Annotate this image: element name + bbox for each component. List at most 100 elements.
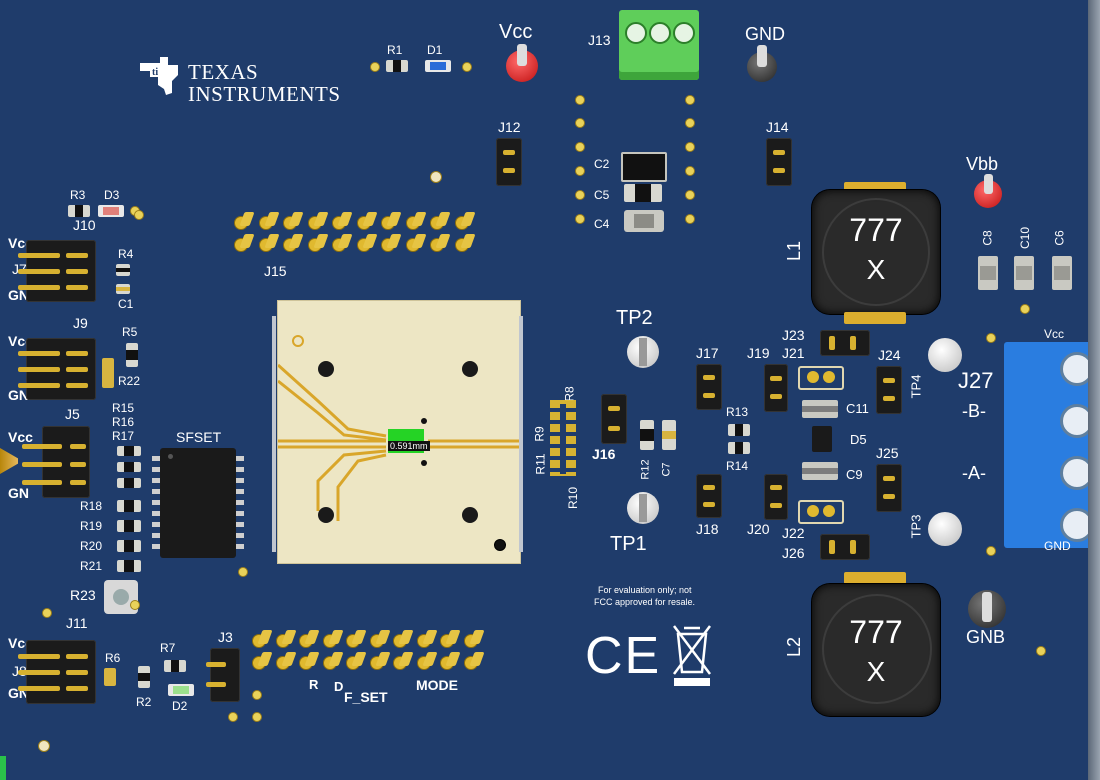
inductor-l2-mark: X — [866, 656, 886, 687]
label-j18: J18 — [696, 521, 719, 537]
screw-4[interactable] — [1060, 508, 1088, 542]
pad — [1036, 646, 1046, 656]
jumper-j25[interactable] — [876, 464, 902, 512]
connector-j13[interactable] — [619, 10, 699, 80]
header-j5[interactable] — [22, 426, 90, 498]
header-pin-tip — [435, 234, 451, 248]
board-corner-marker — [0, 756, 6, 780]
header-pin-tip — [435, 212, 451, 226]
pad — [575, 214, 585, 224]
screw-1[interactable] — [1060, 352, 1088, 386]
label-r: R — [309, 677, 319, 692]
label-c4: C4 — [594, 217, 610, 231]
pad — [252, 712, 262, 722]
pad — [1020, 304, 1030, 314]
header-pin-tip — [374, 652, 391, 666]
pad — [130, 600, 140, 610]
header-pin-tip — [386, 234, 402, 248]
jumper-j3[interactable] — [206, 648, 240, 702]
inductor-l2-code: 777 — [849, 614, 903, 650]
capacitor-c1 — [116, 284, 130, 294]
label-gnd-left-1: GN — [8, 287, 29, 303]
label-j14: J14 — [766, 119, 789, 135]
capacitor-c2 — [621, 152, 667, 182]
pad — [462, 62, 472, 72]
resistor-r12 — [640, 420, 654, 450]
label-j17: J17 — [696, 345, 719, 361]
label-d1: D1 — [427, 43, 443, 57]
label-c5: C5 — [594, 188, 610, 202]
resistor-r19 — [117, 520, 141, 532]
resistor-r7 — [164, 660, 186, 672]
label-j3: J3 — [218, 629, 233, 645]
capacitor-c6 — [1052, 256, 1072, 290]
pad — [575, 118, 585, 128]
label-r7: R7 — [160, 641, 176, 655]
jumper-j26[interactable] — [820, 534, 870, 560]
jumper-j16[interactable] — [601, 394, 627, 444]
header-pin-tip — [239, 212, 255, 226]
jumper-j19[interactable] — [764, 364, 788, 412]
resistor-r6 — [104, 668, 116, 686]
svg-text:ti: ti — [152, 67, 158, 78]
jumper-j18[interactable] — [696, 474, 722, 518]
label-r14: R14 — [726, 459, 749, 473]
resistor-r15 — [117, 446, 141, 456]
testpoint-post — [517, 44, 527, 66]
tp4-testpoint[interactable] — [928, 338, 962, 372]
cable-probe — [0, 448, 18, 474]
header-pin-tip — [445, 652, 461, 666]
label-r16: R16 — [112, 415, 135, 429]
header-j7[interactable] — [18, 240, 96, 302]
diode-d5 — [812, 426, 832, 452]
tp3-testpoint[interactable] — [928, 512, 962, 546]
testpoint-post — [982, 592, 992, 622]
label-sfset: SFSET — [176, 429, 222, 445]
jumper-j17[interactable] — [696, 364, 722, 410]
jumper-j24[interactable] — [876, 366, 902, 414]
label-r21: R21 — [80, 559, 103, 573]
substrate-edge-right — [519, 316, 523, 552]
pad — [685, 95, 695, 105]
header-pin-tip — [374, 630, 391, 644]
screw-3[interactable] — [1060, 456, 1088, 490]
label-r13: R13 — [726, 405, 749, 419]
header-fset-mode[interactable] — [252, 628, 492, 672]
header-j9[interactable] — [18, 338, 96, 400]
label-tp1: TP1 — [610, 533, 647, 555]
header-pin-tip — [280, 630, 297, 644]
brand-line2: Instruments — [188, 82, 341, 106]
screw-2[interactable] — [1060, 404, 1088, 438]
label-gnd-top: GND — [745, 24, 785, 44]
header-j8[interactable] — [18, 640, 96, 704]
jumper-j12[interactable] — [496, 138, 522, 186]
jumper-j20[interactable] — [764, 474, 788, 520]
header-pin-tip — [410, 234, 427, 248]
pad — [685, 142, 695, 152]
pad — [575, 190, 585, 200]
label-j26: J26 — [782, 545, 805, 561]
label-r9: R9 — [532, 426, 547, 442]
ce-mark: CE — [585, 627, 662, 685]
terminal-block-j27[interactable] — [1004, 342, 1088, 548]
resistor-array-b — [560, 404, 566, 474]
header-pin-tip — [304, 652, 320, 666]
jumper-j14[interactable] — [766, 138, 792, 186]
header-j15[interactable] — [234, 210, 490, 260]
header-pin-tip — [327, 652, 344, 666]
pad — [986, 333, 996, 343]
pad — [575, 142, 585, 152]
label-r17: R17 — [112, 429, 135, 443]
label-j27: J27 — [958, 368, 994, 393]
label-c9: C9 — [846, 467, 863, 482]
jumper-j21[interactable] — [798, 366, 844, 390]
ic-pins-right — [236, 456, 244, 552]
label-vcc-top: Vcc — [499, 21, 533, 43]
label-r23: R23 — [70, 587, 96, 603]
inductor-l1-terminal-bottom — [844, 312, 906, 324]
label-r22: R22 — [118, 374, 141, 388]
header-pin-tip — [421, 630, 438, 644]
inductor-l1: 777 X — [812, 190, 940, 314]
jumper-j23[interactable] — [820, 330, 870, 356]
jumper-j22[interactable] — [798, 500, 844, 524]
